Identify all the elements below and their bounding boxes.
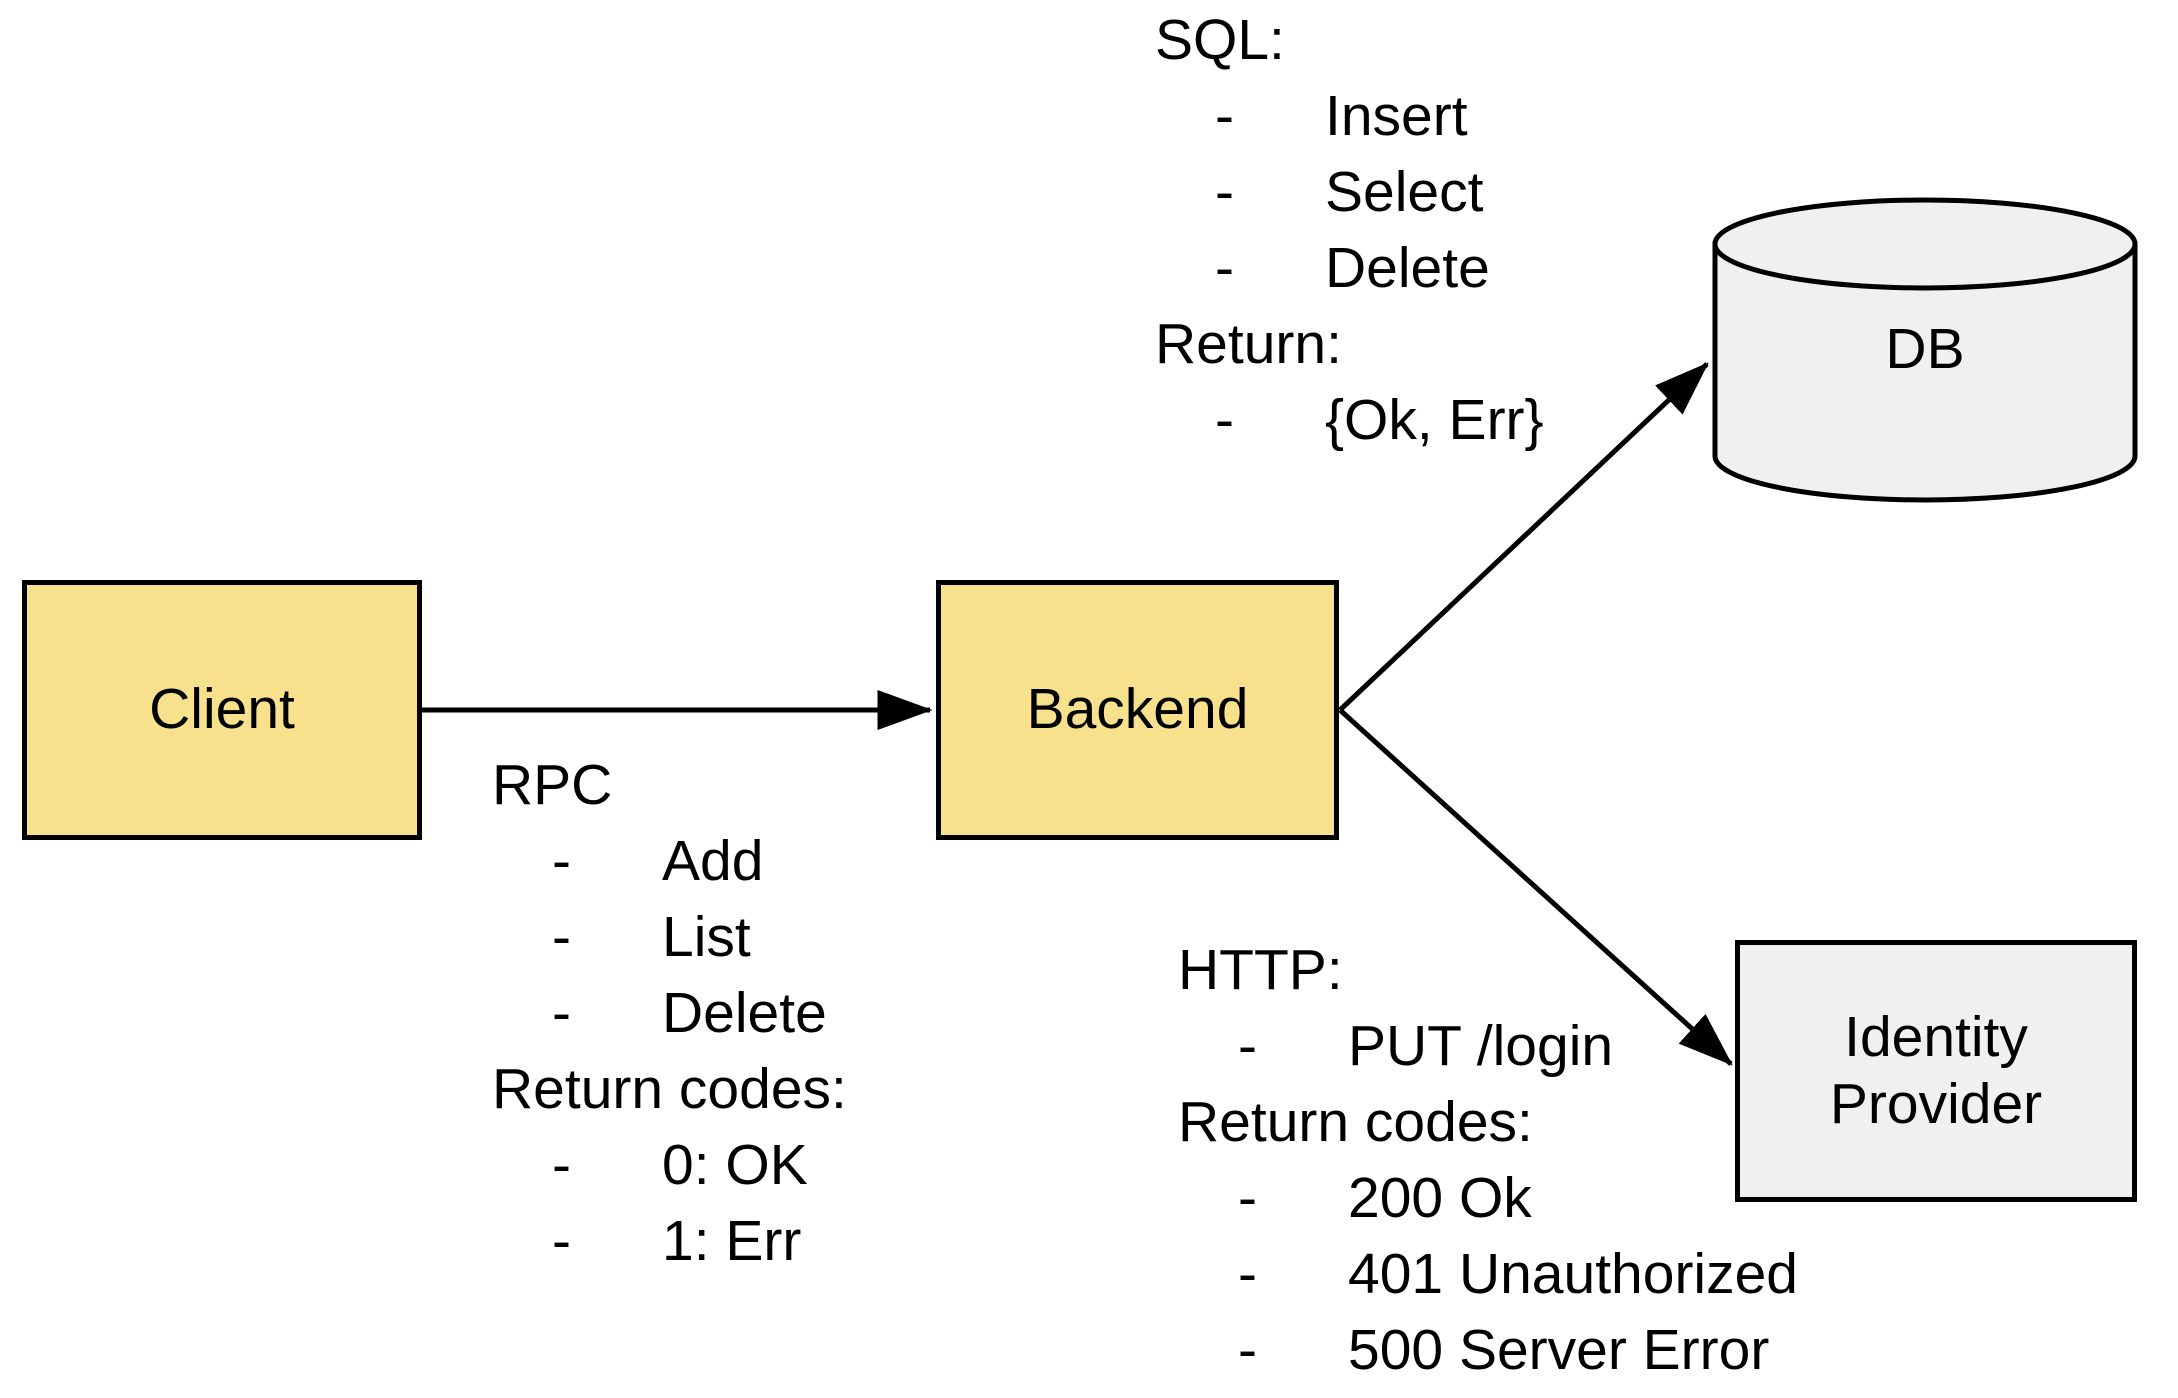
node-client-label: Client (149, 677, 295, 742)
annotation-sql-heading: SQL: (1155, 8, 1285, 72)
annotation-http-heading: Return codes: (1178, 1090, 1533, 1154)
bullet-dash-icon: - (1215, 388, 1234, 452)
bullet-dash-icon: - (1238, 1242, 1257, 1306)
annotation-http-item-label: 401 Unauthorized (1348, 1242, 1798, 1306)
annotation-rpc-item-label: Delete (662, 981, 827, 1045)
cylinder-icon (1712, 197, 2138, 503)
annotation-rpc-item: - 1: Err (492, 1203, 847, 1279)
bullet-dash-icon: - (552, 829, 571, 893)
annotation-http-item: - 500 Server Error (1178, 1312, 1798, 1388)
annotation-sql-item-label: {Ok, Err} (1325, 388, 1544, 452)
bullet-dash-icon: - (1215, 84, 1234, 148)
bullet-dash-icon: - (1215, 236, 1234, 300)
node-identity-provider[interactable]: Identity Provider (1735, 940, 2137, 1202)
annotation-sql-item-label: Select (1325, 160, 1484, 224)
node-backend[interactable]: Backend (936, 580, 1339, 840)
bullet-dash-icon: - (552, 1133, 571, 1197)
bullet-dash-icon: - (552, 981, 571, 1045)
annotation-http-item-label: 200 Ok (1348, 1166, 1532, 1230)
annotation-rpc-heading: Return codes: (492, 1057, 847, 1121)
bullet-dash-icon: - (552, 1209, 571, 1273)
annotation-rpc-item: - List (492, 899, 847, 975)
annotation-http-item: - PUT /login (1178, 1008, 1798, 1084)
annotation-rpc-item: - Add (492, 823, 847, 899)
node-db-label: DB (1885, 317, 1965, 382)
annotation-rpc-item-label: Add (662, 829, 764, 893)
bullet-dash-icon: - (552, 905, 571, 969)
node-backend-label: Backend (1026, 677, 1249, 742)
annotation-sql-item: - {Ok, Err} (1155, 382, 1544, 458)
annotation-http-item-label: 500 Server Error (1348, 1318, 1770, 1382)
annotation-http-item: - 200 Ok (1178, 1160, 1798, 1236)
annotation-rpc-item: - Delete (492, 975, 847, 1051)
node-identity-provider-label: Identity Provider (1829, 1004, 2043, 1136)
node-client[interactable]: Client (22, 580, 422, 840)
annotation-rpc-heading: RPC (492, 753, 613, 817)
annotation-sql-item-label: Delete (1325, 236, 1490, 300)
annotation-sql-item: - Delete (1155, 230, 1544, 306)
annotation-http-item: - 401 Unauthorized (1178, 1236, 1798, 1312)
annotation-sql-item: - Select (1155, 154, 1544, 230)
bullet-dash-icon: - (1238, 1014, 1257, 1078)
annotation-rpc-item-label: 1: Err (662, 1209, 802, 1273)
annotation-rpc-item-label: List (662, 905, 751, 969)
bullet-dash-icon: - (1215, 160, 1234, 224)
annotation-rpc-item: - 0: OK (492, 1127, 847, 1203)
annotation-http-item-label: PUT /login (1348, 1014, 1614, 1078)
bullet-dash-icon: - (1238, 1166, 1257, 1230)
annotation-sql-item-label: Insert (1325, 84, 1468, 148)
annotation-sql-item: - Insert (1155, 78, 1544, 154)
annotation-rpc-item-label: 0: OK (662, 1133, 808, 1197)
annotation-http-heading: HTTP: (1178, 938, 1343, 1002)
node-db[interactable]: DB (1711, 196, 2139, 504)
annotation-sql-heading: Return: (1155, 312, 1342, 376)
bullet-dash-icon: - (1238, 1318, 1257, 1382)
